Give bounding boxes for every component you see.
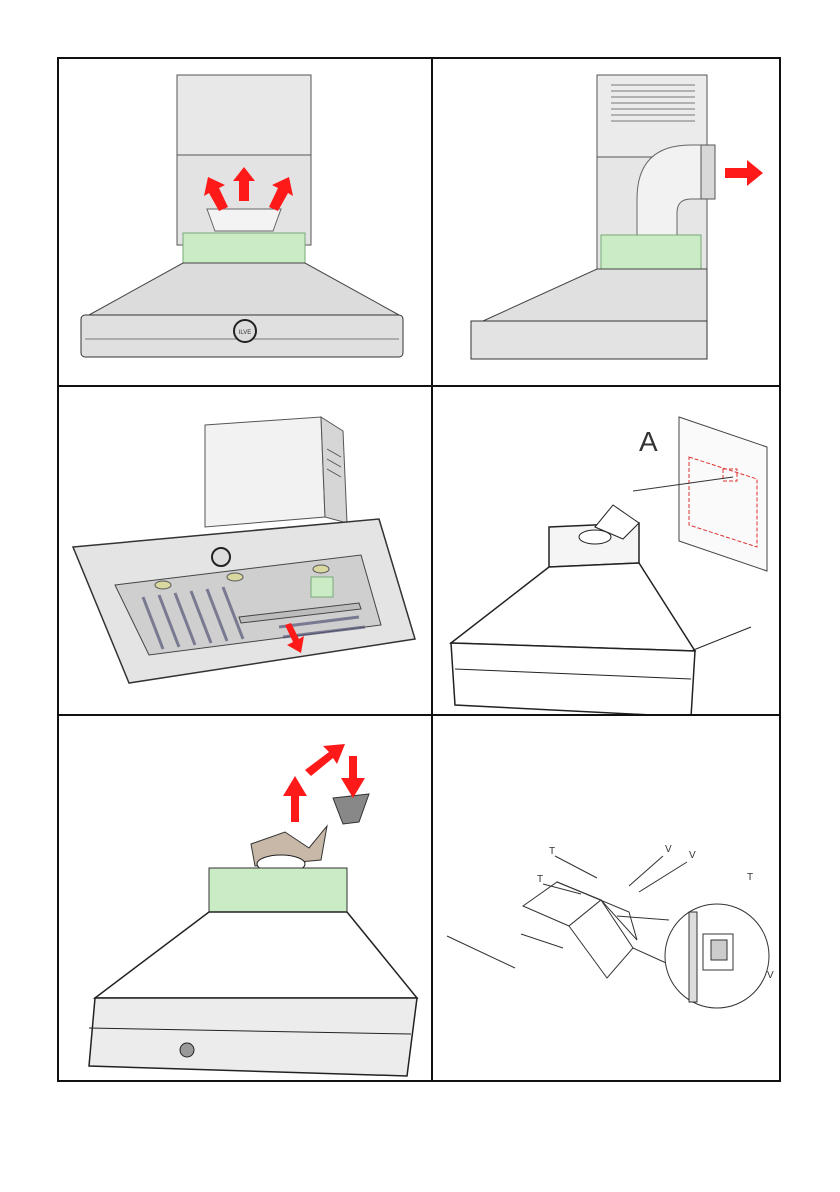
carbon-filter — [601, 235, 701, 269]
carbon-filter — [183, 233, 305, 263]
panel-wall-template: A — [433, 387, 781, 714]
label-v1: V — [665, 844, 672, 855]
panel-deflector-install — [59, 716, 431, 1082]
panel-bracket-detail: T T T V V V — [433, 716, 781, 1082]
panel-side-view — [433, 59, 781, 385]
label-v2: V — [689, 850, 696, 861]
right-arrow-icon — [725, 160, 763, 186]
panel-front-view: ILVE — [59, 59, 431, 385]
up-arrow-icon — [283, 776, 307, 822]
wall-label: A — [639, 426, 658, 457]
label-v3: V — [767, 970, 774, 981]
down-arrow-icon — [341, 756, 365, 798]
curved-arrow-icon — [305, 744, 345, 776]
label-t1: T — [549, 846, 555, 857]
illustration-grid: ILVE — [57, 57, 781, 1082]
carbon-filter — [209, 868, 347, 912]
deflector-part — [333, 794, 369, 824]
label-t2: T — [537, 874, 543, 885]
brand-badge: ILVE — [234, 320, 256, 342]
label-t3: T — [747, 872, 753, 883]
panel-underside-view — [59, 387, 431, 714]
brand-badge — [212, 548, 230, 566]
svg-text:ILVE: ILVE — [239, 330, 252, 336]
